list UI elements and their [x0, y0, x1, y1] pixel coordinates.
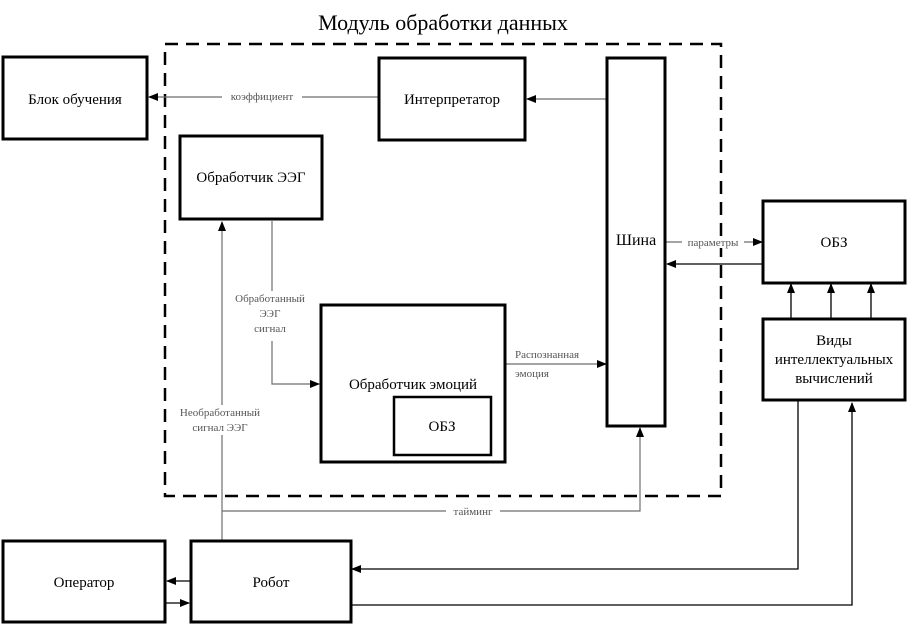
block-training: Блок обучения — [1, 55, 149, 141]
block-eeg-processor-label: Обработчик ЭЭГ — [196, 170, 306, 186]
edge-computing-robot — [351, 401, 799, 573]
edge-label-timing: тайминг — [454, 506, 493, 518]
block-robot-label: Робот — [253, 575, 290, 591]
edge-timing — [222, 427, 644, 512]
edge-label-raw-eeg-1: Необработанный — [180, 407, 260, 419]
edge-label-coefficient: коэффициент — [231, 91, 294, 103]
block-interpreter-label: Интерпретатор — [404, 92, 500, 108]
edge-label-raw-eeg-2: сигнал ЭЭГ — [192, 422, 247, 434]
edge-robot-computing — [352, 402, 856, 606]
edge-label-processed-eeg-1: Обработанный — [235, 293, 305, 305]
edge-label-emotion-2: эмоция — [515, 368, 549, 380]
edge-label-parameters: параметры — [688, 237, 739, 249]
module-title: Модуль обработки данных — [318, 10, 568, 35]
block-obz-inner: ОБЗ — [392, 395, 493, 457]
edge-label-processed-eeg-2: ЭЭГ — [260, 308, 281, 320]
module-boundary — [163, 42, 723, 498]
block-interpreter: Интерпретатор — [377, 56, 527, 142]
block-eeg-processor: Обработчик ЭЭГ — [178, 134, 324, 221]
block-obz-right-label: ОБЗ — [821, 235, 848, 251]
block-computing-types-label-3: вычислений — [795, 371, 873, 387]
block-operator-label: Оператор — [54, 575, 115, 591]
block-obz-right: ОБЗ — [761, 199, 907, 285]
block-obz-inner-label: ОБЗ — [429, 419, 456, 435]
edge-label-bg — [222, 90, 302, 103]
block-computing-types-label-2: интеллектуальных — [775, 352, 894, 368]
block-computing-types-label-1: Виды — [816, 333, 852, 349]
edge-label-bg — [682, 236, 744, 248]
edge-processed-eeg — [271, 221, 320, 388]
block-robot: Робот — [189, 539, 353, 624]
block-training-label: Блок обучения — [28, 92, 122, 108]
edge-label-bg — [224, 291, 316, 341]
edge-label-emotion-1: Распознанная — [515, 349, 579, 361]
edge-label-bg — [446, 505, 500, 517]
block-operator: Оператор — [1, 539, 167, 624]
block-bus: Шина — [605, 56, 667, 428]
block-bus-label: Шина — [616, 232, 656, 249]
block-computing-types: Виды интеллектуальных вычислений — [761, 317, 907, 402]
edge-label-bg — [168, 405, 272, 435]
edge-label-processed-eeg-3: сигнал — [254, 323, 286, 335]
block-emotion-processor-label: Обработчик эмоций — [349, 377, 477, 393]
